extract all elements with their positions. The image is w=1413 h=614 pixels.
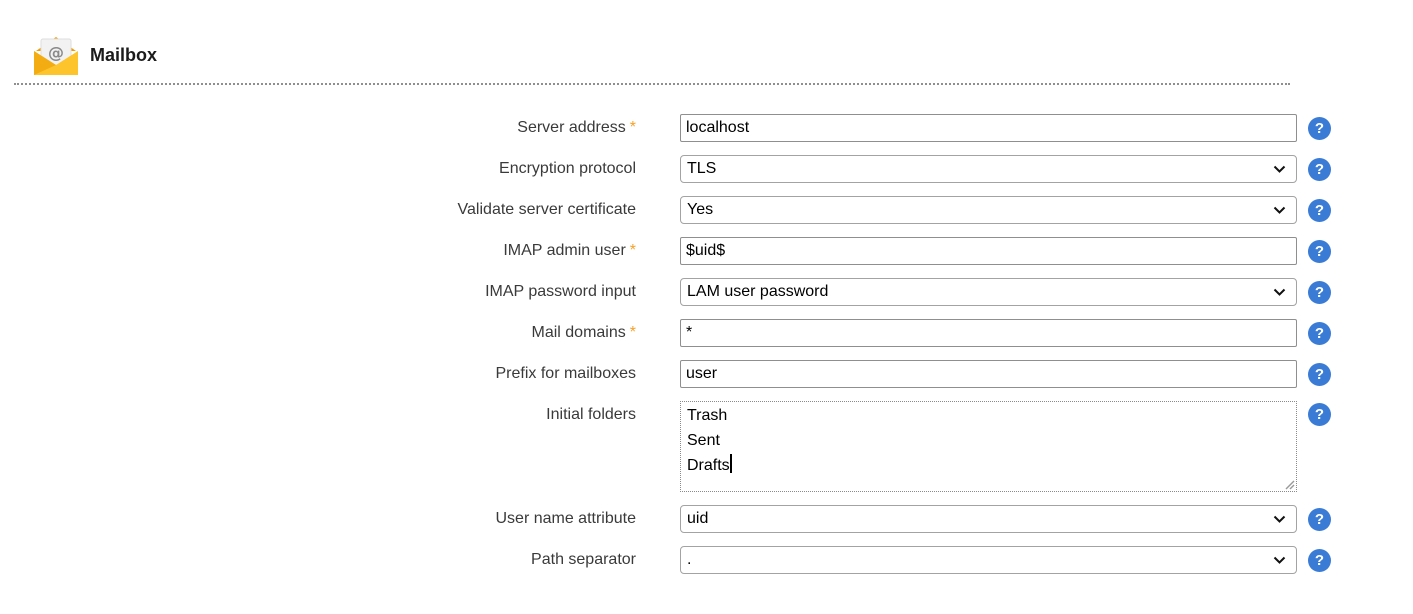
question-mark: ? xyxy=(1314,324,1325,342)
at-symbol: @ xyxy=(48,43,64,62)
label-server-address: Server address* xyxy=(14,114,680,142)
form-row-imap-password-input: IMAP password input LAM user password ? xyxy=(14,278,1413,306)
form-row-path-separator: Path separator . ? xyxy=(14,546,1413,574)
label-user-name-attribute: User name attribute xyxy=(14,505,680,533)
label-text: IMAP admin user xyxy=(503,242,626,259)
label-text: Mail domains xyxy=(531,324,626,341)
form-row-encryption-protocol: Encryption protocol TLS ? xyxy=(14,155,1413,183)
question-mark: ? xyxy=(1314,551,1325,569)
help-icon[interactable]: ? xyxy=(1308,198,1331,222)
question-mark: ? xyxy=(1314,242,1325,260)
form-row-server-address: Server address* ? xyxy=(14,114,1413,142)
imap-password-input-select[interactable]: LAM user password xyxy=(680,278,1297,306)
dotted-separator xyxy=(14,83,1290,85)
question-mark: ? xyxy=(1314,365,1325,383)
form-row-mailbox-prefix: Prefix for mailboxes ? xyxy=(14,360,1413,388)
mailbox-envelope-icon: @ xyxy=(34,37,78,75)
label-text: Encryption protocol xyxy=(499,160,636,177)
help-icon[interactable]: ? xyxy=(1308,362,1331,386)
chevron-down-icon xyxy=(1273,556,1286,564)
chevron-down-icon xyxy=(1273,515,1286,523)
label-text: Path separator xyxy=(531,551,636,568)
question-mark: ? xyxy=(1314,119,1325,137)
label-text: IMAP password input xyxy=(485,283,636,300)
validate-certificate-select[interactable]: Yes xyxy=(680,196,1297,224)
path-separator-select[interactable]: . xyxy=(680,546,1297,574)
question-mark: ? xyxy=(1314,283,1325,301)
label-imap-admin-user: IMAP admin user* xyxy=(14,237,680,265)
label-text: Server address xyxy=(517,119,626,136)
server-address-input[interactable] xyxy=(680,114,1297,142)
label-text: Prefix for mailboxes xyxy=(495,365,637,382)
resize-handle-icon[interactable] xyxy=(1284,479,1295,490)
help-icon[interactable]: ? xyxy=(1308,321,1331,345)
form-row-mail-domains: Mail domains* ? xyxy=(14,319,1413,347)
imap-admin-user-input[interactable] xyxy=(680,237,1297,265)
select-value: Yes xyxy=(687,201,714,218)
select-value: uid xyxy=(687,510,709,527)
mail-domains-input[interactable] xyxy=(680,319,1297,347)
label-imap-password-input: IMAP password input xyxy=(14,278,680,306)
form-row-validate-certificate: Validate server certificate Yes ? xyxy=(14,196,1413,224)
chevron-down-icon xyxy=(1273,165,1286,173)
user-name-attribute-select[interactable]: uid xyxy=(680,505,1297,533)
form-row-initial-folders: Initial folders Trash Sent Drafts ? xyxy=(14,401,1413,492)
mailbox-prefix-input[interactable] xyxy=(680,360,1297,388)
label-mail-domains: Mail domains* xyxy=(14,319,680,347)
help-icon[interactable]: ? xyxy=(1308,157,1331,181)
required-marker: * xyxy=(629,324,636,341)
label-text: Validate server certificate xyxy=(457,201,636,218)
help-icon[interactable]: ? xyxy=(1308,507,1331,531)
label-text: User name attribute xyxy=(495,510,636,527)
encryption-protocol-select[interactable]: TLS xyxy=(680,155,1297,183)
chevron-down-icon xyxy=(1273,288,1286,296)
initial-folders-textarea[interactable]: Trash Sent Drafts xyxy=(680,401,1297,492)
select-value: . xyxy=(687,551,692,568)
mailbox-form: Server address* ? Encryption protocol TL… xyxy=(14,114,1413,574)
mailbox-settings-page: @ Mailbox Server address* ? Encryption p… xyxy=(14,34,1413,574)
help-icon[interactable]: ? xyxy=(1308,403,1331,426)
select-value: LAM user password xyxy=(687,283,829,300)
textarea-text: Trash Sent Drafts xyxy=(687,407,730,474)
help-icon[interactable]: ? xyxy=(1308,116,1331,140)
question-mark: ? xyxy=(1314,160,1325,178)
help-icon[interactable]: ? xyxy=(1308,548,1331,572)
required-marker: * xyxy=(629,242,636,259)
label-initial-folders: Initial folders xyxy=(14,401,680,426)
select-value: TLS xyxy=(687,160,717,177)
question-mark: ? xyxy=(1314,201,1325,219)
form-row-imap-admin-user: IMAP admin user* ? xyxy=(14,237,1413,265)
page-header: @ Mailbox xyxy=(32,34,1413,76)
page-title: Mailbox xyxy=(90,44,158,65)
chevron-down-icon xyxy=(1273,206,1286,214)
required-marker: * xyxy=(629,119,636,136)
help-icon[interactable]: ? xyxy=(1308,280,1331,304)
label-text: Initial folders xyxy=(546,406,636,423)
question-mark: ? xyxy=(1314,510,1325,528)
question-mark: ? xyxy=(1314,406,1325,423)
label-path-separator: Path separator xyxy=(14,546,680,574)
form-row-user-name-attribute: User name attribute uid ? xyxy=(14,505,1413,533)
label-encryption-protocol: Encryption protocol xyxy=(14,155,680,183)
label-mailbox-prefix: Prefix for mailboxes xyxy=(14,360,680,388)
help-icon[interactable]: ? xyxy=(1308,239,1331,263)
label-validate-certificate: Validate server certificate xyxy=(14,196,680,224)
text-caret xyxy=(729,454,732,473)
